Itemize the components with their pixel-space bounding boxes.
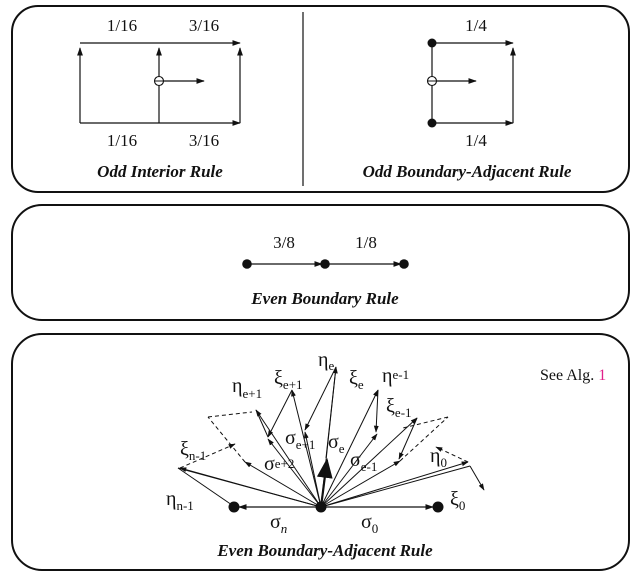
even-boundary-adjacent-frame xyxy=(11,333,630,571)
edge-xi-e-to-e1m xyxy=(373,389,379,433)
see-alg-prefix: See Alg. xyxy=(540,367,594,384)
weight-right: 1/8 xyxy=(355,233,377,252)
edge-xi-0 xyxy=(469,465,485,491)
label-xi-e1m: ξe-1 xyxy=(386,395,412,420)
label-sigma-e2p: σe+2 xyxy=(264,453,294,475)
label-xi-e: ξe xyxy=(349,367,364,392)
boundary-vertex-center xyxy=(315,501,327,513)
edge-xi-e1p-to-e2 xyxy=(267,389,293,438)
odd-boundary-adjacent-caption: Odd Boundary-Adjacent Rule xyxy=(363,162,572,181)
spoke-right xyxy=(320,460,401,508)
label-sigma-e: σe xyxy=(328,431,345,456)
label-eta-0: η0 xyxy=(430,445,447,470)
label-eta-n1: ηn-1 xyxy=(166,488,194,513)
boundary-vertex-left xyxy=(228,501,240,513)
label-sigma-e1m: σe-1 xyxy=(350,449,377,474)
even-boundary-caption: Even Boundary Rule xyxy=(250,289,399,308)
weight-left: 3/8 xyxy=(273,233,295,252)
weight-top-right: 3/16 xyxy=(189,16,219,35)
dashed-right-2 xyxy=(402,416,449,429)
label-eta-e1m: ηe-1 xyxy=(382,365,409,387)
label-sigma-n: σn xyxy=(270,511,287,536)
weight-bottom: 1/4 xyxy=(465,131,487,150)
edge-eta-e-center xyxy=(325,366,337,459)
boundary-vertex-center xyxy=(320,259,330,269)
spoke-e1m xyxy=(320,433,378,508)
odd-rules-panel: 1/16 3/16 1/16 3/16 Odd Interior Rule 1/… xyxy=(11,5,630,193)
even-boundary-adjacent-caption: Even Boundary-Adjacent Rule xyxy=(216,541,433,560)
dashed-left-3 xyxy=(179,443,236,469)
spoke-right-far xyxy=(320,461,469,508)
weight-bottom-left: 1/16 xyxy=(107,131,137,150)
boundary-vertex-top xyxy=(427,38,437,48)
arrow-xi-e1p xyxy=(291,389,322,508)
label-sigma-e1p: σe+1 xyxy=(285,427,315,452)
odd-interior-diagram: 1/16 3/16 1/16 3/16 Odd Interior Rule xyxy=(77,16,243,181)
see-alg-note: See Alg.1 xyxy=(540,367,606,384)
spoke-e2 xyxy=(267,438,322,508)
arrow-eta-e1m xyxy=(320,417,418,508)
fan-labels: ηe ξe+1 ξe ηe-1 ηe+1 ξe-1 ξn-1 σe+1 σe σ… xyxy=(166,349,465,536)
weight-top-left: 1/16 xyxy=(107,16,137,35)
dashed-right-3 xyxy=(435,446,469,463)
odd-rules-frame xyxy=(11,5,630,193)
arrow-eta-e1p xyxy=(255,409,322,508)
odd-interior-caption: Odd Interior Rule xyxy=(97,162,223,181)
weight-top: 1/4 xyxy=(465,16,487,35)
spoke-left xyxy=(244,461,322,508)
fan-dashed-edges xyxy=(179,411,469,469)
label-sigma-0: σ0 xyxy=(361,511,378,536)
boundary-vertex-left xyxy=(242,259,252,269)
label-xi-0: ξ0 xyxy=(450,488,465,513)
dashed-left-2 xyxy=(207,411,253,418)
label-xi-n1: ξn-1 xyxy=(180,438,206,463)
edge-eta-e1p-to-e2 xyxy=(255,409,269,438)
dashed-right-1 xyxy=(399,416,449,462)
label-eta-e1p: ηe+1 xyxy=(232,375,262,401)
weight-bottom-right: 3/16 xyxy=(189,131,219,150)
edge-eta-n1 xyxy=(177,467,233,506)
boundary-vertex-right xyxy=(399,259,409,269)
boundary-vertex-bottom xyxy=(427,118,437,128)
edge-eta-e1m-to-right xyxy=(398,417,418,460)
label-xi-e1p: ξe+1 xyxy=(274,367,303,392)
edge-eta-e-to-e1p xyxy=(304,366,337,431)
see-alg-reference: 1 xyxy=(598,367,606,384)
boundary-vertex-right xyxy=(432,501,444,513)
line-xi-0 xyxy=(320,465,471,508)
arrow-xi-e xyxy=(320,389,379,508)
label-eta-e: ηe xyxy=(318,349,334,373)
fan-connecting-edges xyxy=(177,366,485,506)
even-boundary-adjacent-panel: See Alg.1 xyxy=(11,333,630,571)
dashed-left-1 xyxy=(207,416,246,463)
line-xi-n1 xyxy=(177,467,322,508)
odd-boundary-adjacent-diagram: 1/4 1/4 Odd Boundary-Adjacent Rule xyxy=(363,16,572,181)
even-boundary-panel: 3/8 1/8 Even Boundary Rule xyxy=(11,204,630,321)
